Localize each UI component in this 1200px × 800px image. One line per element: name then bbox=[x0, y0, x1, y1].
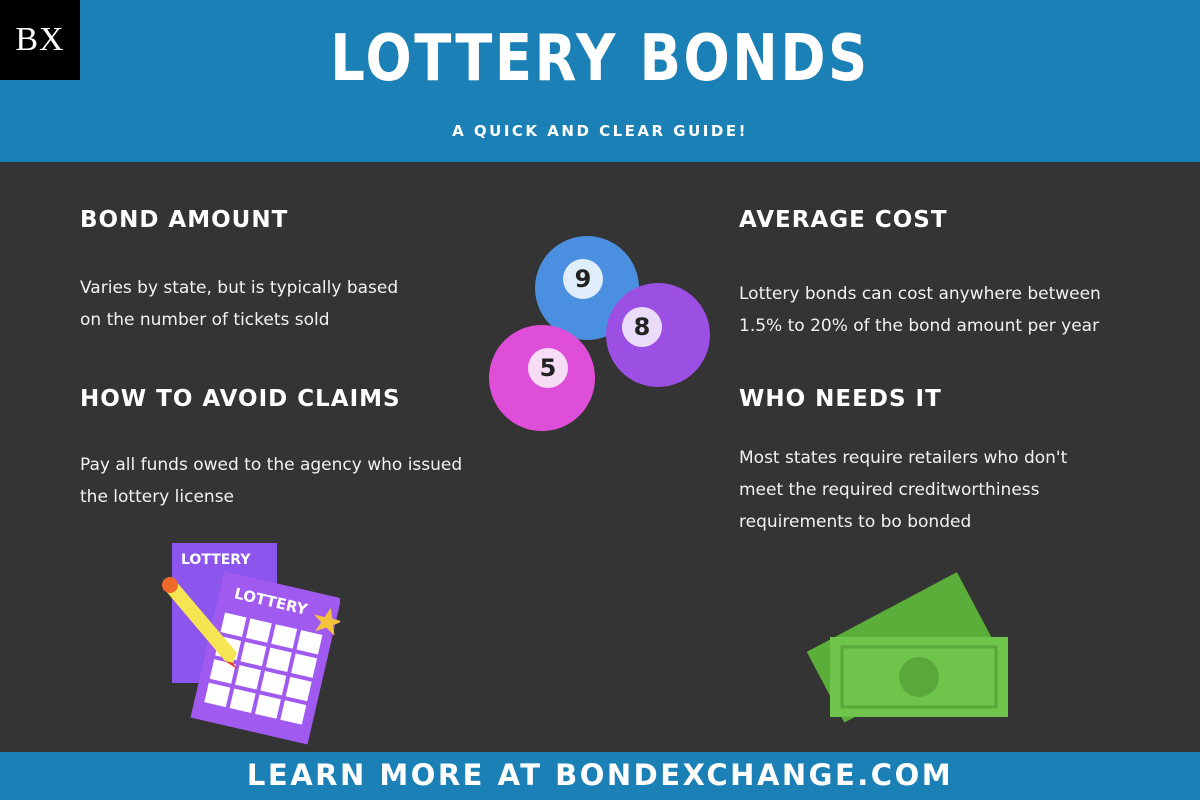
ball-number: 8 bbox=[634, 313, 651, 341]
average-cost-text: Lottery bonds can cost anywhere between … bbox=[739, 278, 1101, 342]
who-needs-it-heading: WHO NEEDS IT bbox=[739, 386, 942, 412]
ball-number: 5 bbox=[540, 354, 557, 382]
ticket-label: LOTTERY bbox=[181, 552, 251, 568]
lottery-tickets-icon: LOTTERY LOTTERY bbox=[162, 543, 340, 745]
page-subtitle: A QUICK AND CLEAR GUIDE! bbox=[452, 122, 748, 140]
text-line: on the number of tickets sold bbox=[80, 310, 330, 330]
text-line: the lottery license bbox=[80, 487, 235, 507]
text-line: Lottery bonds can cost anywhere between bbox=[739, 284, 1101, 304]
money-bills-icon bbox=[806, 572, 1008, 723]
text-line: Varies by state, but is typically based bbox=[80, 278, 399, 298]
text-line: meet the required creditworthiness bbox=[739, 480, 1040, 500]
bond-amount-heading: BOND AMOUNT bbox=[80, 207, 289, 233]
text-line: Most states require retailers who don't bbox=[739, 448, 1068, 468]
footer-banner[interactable]: LEARN MORE AT BONDEXCHANGE.COM bbox=[0, 752, 1200, 800]
text-line: Pay all funds owed to the agency who iss… bbox=[80, 455, 463, 475]
footer-link[interactable]: LEARN MORE AT BONDEXCHANGE.COM bbox=[246, 758, 954, 792]
lottery-balls-icon: 9 8 5 bbox=[489, 236, 710, 431]
ball-number: 9 bbox=[575, 265, 592, 293]
page-title: LOTTERY BONDS bbox=[330, 22, 870, 96]
header-banner: BX LOTTERY BONDS A QUICK AND CLEAR GUIDE… bbox=[0, 0, 1200, 162]
bond-amount-text: Varies by state, but is typically based … bbox=[80, 272, 398, 336]
average-cost-heading: AVERAGE COST bbox=[739, 207, 948, 233]
who-needs-it-text: Most states require retailers who don't … bbox=[739, 442, 1067, 538]
text-line: 1.5% to 20% of the bond amount per year bbox=[739, 316, 1100, 336]
text-line: requirements to bo bonded bbox=[739, 512, 972, 532]
bx-logo[interactable]: BX bbox=[0, 0, 80, 80]
avoid-claims-text: Pay all funds owed to the agency who iss… bbox=[80, 449, 462, 513]
avoid-claims-heading: HOW TO AVOID CLAIMS bbox=[80, 386, 401, 412]
